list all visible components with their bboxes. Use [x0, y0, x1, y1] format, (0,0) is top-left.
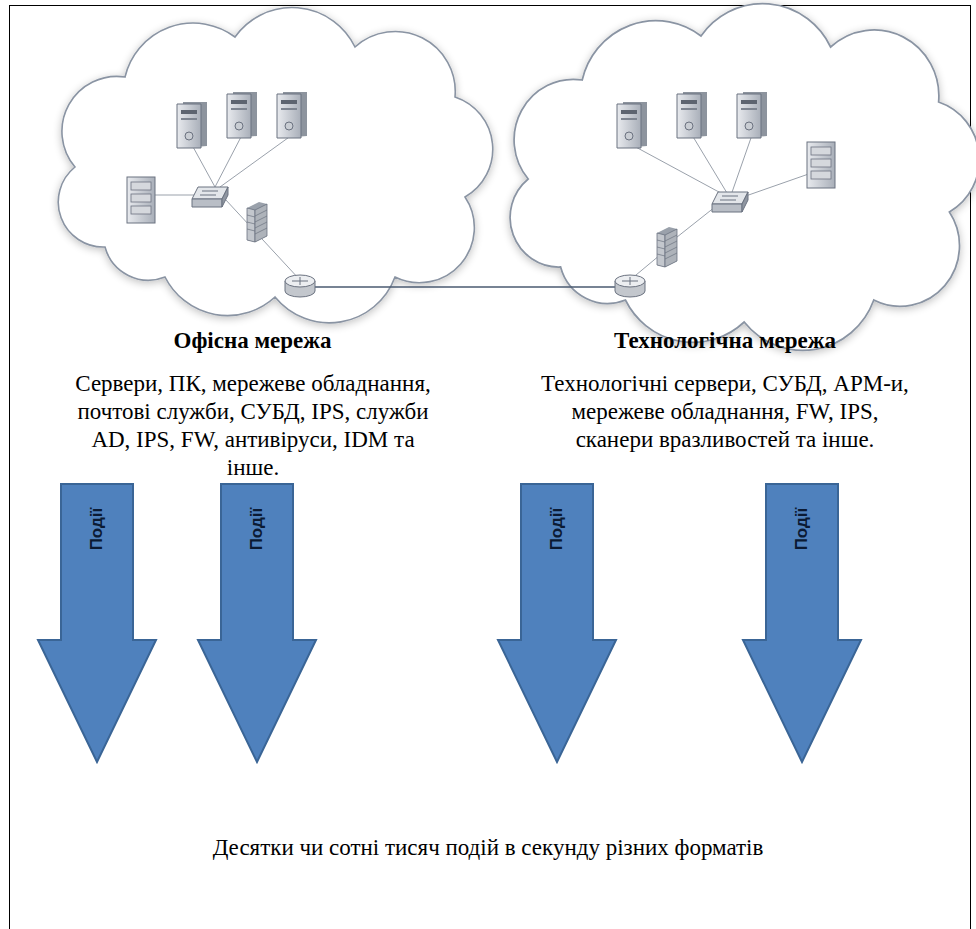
- server-icon: [737, 92, 767, 138]
- arrow-body: [743, 484, 861, 762]
- arrow-body: [498, 484, 616, 762]
- network-cloud: Технологічна мережаТехнологічні сервери,…: [485, 5, 965, 475]
- footer-note: Десятки чи сотні тисяч подій в секунду р…: [0, 834, 976, 862]
- uplink-line: [300, 286, 480, 288]
- network-wire: [692, 135, 730, 198]
- arrow-body: [198, 484, 316, 762]
- event-arrow: Події: [197, 483, 317, 763]
- network-description: Сервери, ПК, мережеве обладнання, почтов…: [63, 370, 443, 482]
- network-wire: [632, 145, 730, 198]
- event-label: Події: [792, 507, 812, 550]
- network-wire: [225, 199, 300, 280]
- server-icon: [677, 92, 707, 138]
- event-label: Події: [87, 507, 107, 550]
- network-wire: [220, 135, 292, 187]
- firewall-icon: [657, 227, 677, 267]
- event-label: Події: [547, 507, 567, 550]
- event-arrow: Події: [37, 483, 157, 763]
- network-cloud: Офісна мережаСервери, ПК, мережеве облад…: [25, 5, 480, 475]
- server-icon: [227, 92, 257, 138]
- server-icon: [277, 92, 307, 138]
- server-icon: [177, 102, 207, 148]
- cloud-outline: [58, 8, 493, 323]
- firewall-icon: [247, 202, 267, 242]
- router-icon: [285, 275, 315, 297]
- event-arrow: Події: [497, 483, 617, 763]
- network-link: [480, 286, 485, 288]
- router-icon: [615, 275, 645, 297]
- uplink-line: [485, 286, 628, 288]
- network-title: Офісна мережа: [25, 327, 480, 355]
- switch-icon: [712, 192, 748, 212]
- network-wire: [730, 135, 752, 198]
- switch-icon: [192, 187, 228, 207]
- cloud-outline: [510, 4, 976, 351]
- event-arrow: Події: [742, 483, 862, 763]
- network-wire: [192, 145, 215, 187]
- rack-icon: [807, 142, 835, 188]
- network-description: Технологічні сервери, СУБД, АРМ-и, мереж…: [540, 370, 910, 454]
- server-icon: [617, 102, 647, 148]
- event-label: Події: [247, 507, 267, 550]
- network-wire: [215, 135, 242, 187]
- rack-icon: [127, 177, 155, 223]
- network-title: Технологічна мережа: [485, 327, 965, 355]
- arrow-body: [38, 484, 156, 762]
